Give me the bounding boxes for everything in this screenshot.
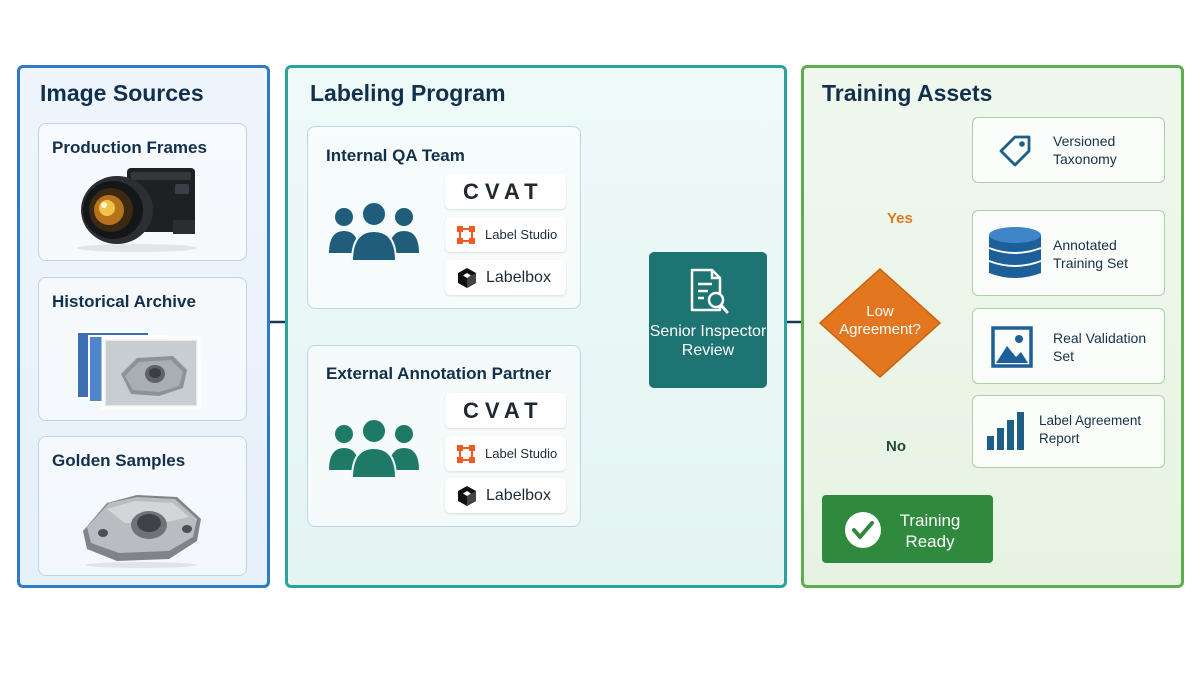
source-card-historical-archive[interactable]: Historical Archive [38,277,247,421]
image-sources-title: Image Sources [40,80,204,106]
tool-badge-cvat: CVAT [445,393,566,428]
tool-name: Label Studio [485,446,558,461]
label-studio-logo-icon [457,225,475,244]
check-circle-icon [845,512,881,548]
senior-inspector-review-box[interactable]: Senior Inspector Review [649,252,767,388]
tool-badge-labelbox: Labelbox [445,260,566,295]
asset-label: Real Validation Set [1053,330,1147,364]
asset-label: Versioned Taxonomy [1053,133,1117,167]
tool-badge-labelbox: Labelbox [445,478,566,513]
asset-card-real-validation-set[interactable]: Real Validation Set [972,308,1165,384]
team-card-external-partner[interactable]: External Annotation Partner CVAT Label S… [307,345,581,527]
source-label: Historical Archive [52,292,196,311]
ready-label: Training Ready [899,511,961,551]
label-studio-logo-icon [457,444,475,463]
asset-label: Annotated Training Set [1053,237,1128,271]
metal-part-icon [83,495,201,568]
asset-card-label-agreement-report[interactable]: Label Agreement Report [972,395,1165,468]
decision-label: Low Agreement? [839,303,921,338]
asset-card-versioned-taxonomy[interactable]: Versioned Taxonomy [972,117,1165,183]
labelbox-logo-icon [458,485,476,506]
people-icon [329,201,419,262]
low-agreement-decision-diamond [818,267,942,379]
training-assets-title: Training Assets [822,80,993,106]
photo-stack-icon [76,331,201,410]
team-label: Internal QA Team [326,146,465,165]
source-card-production-frames[interactable]: Production Frames [38,123,247,261]
tool-name: Labelbox [486,486,551,504]
no-branch-label: No [886,438,906,455]
source-label: Production Frames [52,138,207,157]
tool-badge-label-studio: Label Studio [445,217,566,252]
yes-branch-label: Yes [887,210,913,227]
source-label: Golden Samples [52,451,186,470]
tool-name: Label Studio [485,227,558,242]
team-label: External Annotation Partner [326,364,552,383]
image-icon [991,326,1033,368]
asset-card-annotated-training-set[interactable]: Annotated Training Set [972,210,1165,296]
database-icon [988,227,1042,278]
tag-icon [999,135,1031,167]
training-ready-box[interactable]: Training Ready [822,495,993,563]
tool-badge-cvat: CVAT [445,174,566,209]
document-search-icon [690,268,729,314]
tool-name: CVAT [463,178,544,204]
team-card-internal-qa[interactable]: Internal QA Team CVAT Label Studio Label… [307,126,581,309]
tool-name: CVAT [463,397,544,423]
bar-chart-icon [987,412,1024,450]
labelbox-logo-icon [458,267,476,288]
source-card-golden-samples[interactable]: Golden Samples [38,436,247,576]
tool-name: Labelbox [486,268,551,286]
camera-icon [77,168,197,252]
review-label: Senior Inspector Review [649,323,767,359]
labeling-program-title: Labeling Program [310,80,506,106]
people-icon [329,418,419,479]
tool-badge-label-studio: Label Studio [445,436,566,471]
asset-label: Label Agreement Report [1039,413,1142,446]
